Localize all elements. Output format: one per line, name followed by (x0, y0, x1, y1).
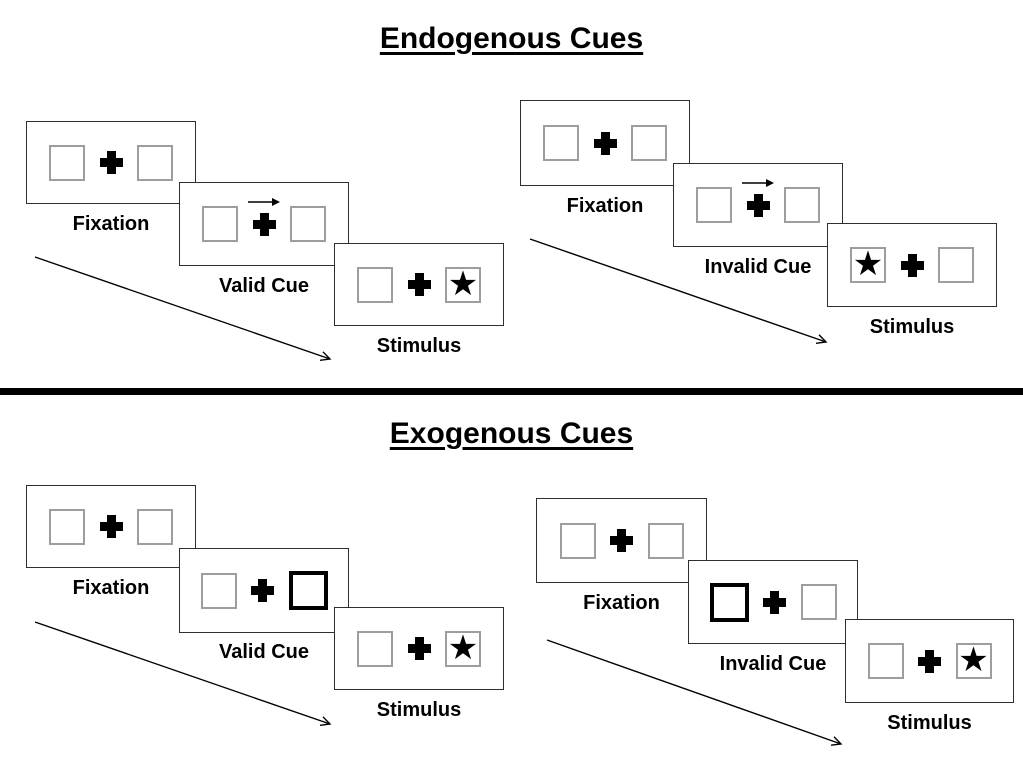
placeholder-box (543, 125, 579, 161)
label-stimulus: Stimulus (376, 699, 462, 721)
panel-endogenous-valid-fixation (26, 121, 196, 204)
placeholder-box (357, 630, 393, 667)
cue-arrow-icon (248, 197, 280, 206)
center-symbols (899, 253, 925, 277)
fixation-cross-icon (252, 212, 276, 236)
center-symbols (248, 197, 280, 236)
star-icon: ★ (447, 263, 479, 304)
center-symbols (609, 529, 635, 552)
exogenous-cue-box (709, 582, 749, 622)
placeholder-box (200, 572, 237, 609)
center-symbols (98, 151, 124, 174)
placeholder-box (137, 508, 173, 545)
target-star-box: ★ (955, 640, 992, 680)
panel-exogenous-invalid-stimulus: ★ (845, 619, 1014, 703)
center-symbols (406, 273, 432, 296)
placeholder-box (290, 206, 326, 242)
target-star-box: ★ (850, 247, 886, 283)
label-valid-cue: Valid Cue (218, 641, 310, 663)
fixation-cross-icon (99, 515, 123, 538)
star-icon: ★ (852, 244, 884, 284)
exogenous-cue-box (288, 571, 328, 610)
placeholder-box (49, 508, 85, 545)
placeholder-box (202, 206, 238, 242)
label-fixation: Fixation (72, 213, 150, 235)
label-invalid-cue: Invalid Cue (719, 653, 827, 675)
label-invalid-cue: Invalid Cue (704, 256, 812, 278)
panel-endogenous-invalid-stimulus: ★ (827, 223, 997, 307)
placeholder-box (49, 144, 85, 181)
fixation-cross-icon (900, 253, 924, 277)
star-icon: ★ (447, 627, 479, 668)
label-fixation: Fixation (583, 592, 660, 614)
placeholder-box (696, 187, 732, 223)
label-valid-cue: Valid Cue (218, 275, 310, 297)
placeholder-box (631, 125, 667, 161)
fixation-cross-icon (610, 529, 633, 552)
panel-endogenous-invalid-cue (673, 163, 843, 247)
label-stimulus: Stimulus (376, 335, 462, 357)
fixation-cross-icon (99, 151, 123, 174)
fixation-cross-icon (918, 649, 941, 673)
panel-endogenous-valid-stimulus: ★ (334, 243, 504, 326)
center-symbols (98, 515, 124, 538)
panel-endogenous-valid-cue (179, 182, 349, 266)
panel-exogenous-invalid-cue (688, 560, 858, 644)
label-fixation: Fixation (566, 195, 644, 217)
placeholder-box (800, 584, 837, 620)
panel-exogenous-valid-fixation (26, 485, 196, 568)
fixation-cross-icon (251, 579, 274, 602)
placeholder-box (784, 187, 820, 223)
panel-exogenous-invalid-fixation (536, 498, 707, 583)
placeholder-box (559, 522, 596, 559)
center-symbols (250, 579, 276, 602)
center-symbols (406, 637, 432, 660)
placeholder-box (357, 266, 393, 303)
panel-endogenous-invalid-fixation (520, 100, 690, 186)
timeline-arrow-exogenous-valid (34, 621, 332, 727)
panel-exogenous-valid-stimulus: ★ (334, 607, 504, 690)
center-symbols (742, 178, 774, 217)
fixation-cross-icon (593, 131, 617, 155)
fixation-cross-icon (407, 637, 431, 660)
label-stimulus: Stimulus (887, 712, 972, 734)
center-symbols (592, 131, 618, 155)
star-icon: ★ (958, 640, 989, 680)
label-fixation: Fixation (72, 577, 150, 599)
section-title-exogenous: Exogenous Cues (389, 417, 634, 450)
fixation-cross-icon (763, 590, 786, 614)
fixation-cross-icon (407, 273, 431, 296)
placeholder-box (647, 522, 684, 559)
cue-arrow-icon (742, 178, 774, 187)
timeline-arrow-endogenous-valid (34, 256, 332, 362)
target-star-box: ★ (445, 263, 481, 304)
section-divider (0, 388, 1023, 395)
placeholder-box (137, 144, 173, 181)
panel-exogenous-valid-cue (179, 548, 349, 633)
label-stimulus: Stimulus (869, 316, 955, 338)
section-title-endogenous: Endogenous Cues (379, 22, 644, 55)
placeholder-box (867, 643, 904, 679)
target-star-box: ★ (445, 627, 481, 668)
timeline-arrow-endogenous-invalid (529, 238, 828, 344)
center-symbols (762, 590, 788, 614)
placeholder-box (938, 247, 974, 283)
fixation-cross-icon (746, 193, 770, 217)
center-symbols (917, 649, 943, 673)
